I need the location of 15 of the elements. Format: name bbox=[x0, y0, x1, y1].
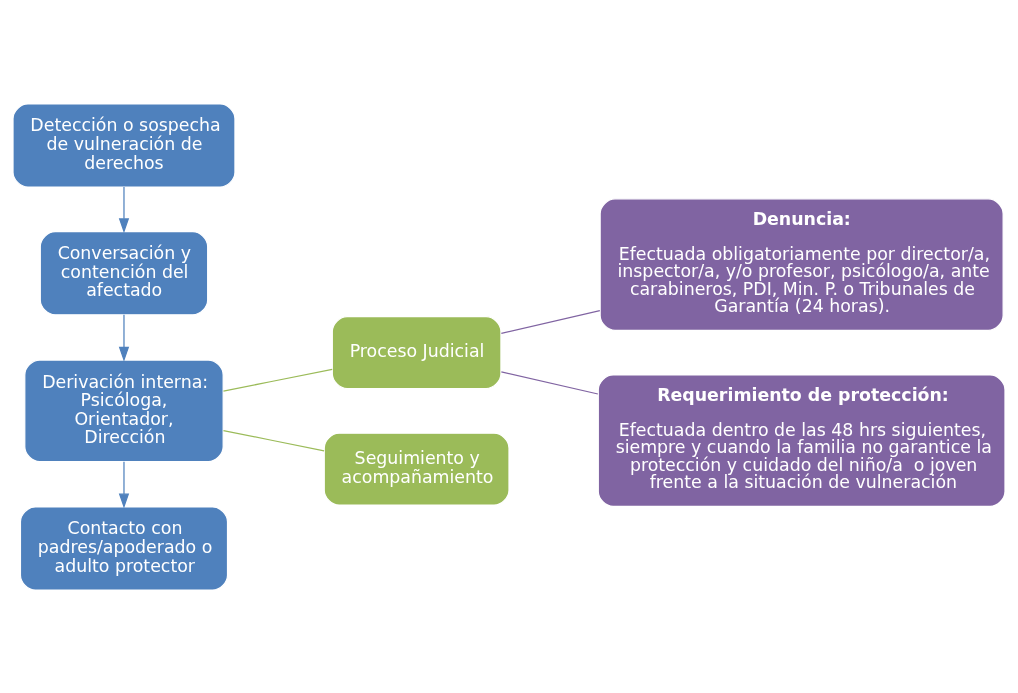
node-box: Proceso Judicial bbox=[331, 315, 502, 389]
node-box: Derivación interna: Psicóloga, Orientador, Dirección bbox=[24, 358, 224, 462]
node-box: Seguimiento y acompañamiento bbox=[323, 432, 510, 506]
arrow bbox=[118, 185, 130, 233]
node-box: Requerimiento de protección: Efectuada dentro de las 48 hrs siguientes, siempre y cuando la familia no garantice la protección y cuidado del niño/a o joven frente a la situación de vulneración bbox=[597, 373, 1006, 507]
arrow bbox=[118, 313, 130, 362]
node-box: Detección o sospecha de vulneración de derechos bbox=[12, 102, 236, 188]
node-box: Contacto con padres/apoderado o adulto protector bbox=[19, 505, 229, 591]
connector bbox=[500, 370, 599, 395]
connector bbox=[222, 368, 333, 392]
node-box: Conversación y contención del afectado bbox=[39, 230, 209, 315]
node-box: Denuncia: Efectuada obligatoriamente por director/a, inspector/a, y/o profesor, psicólogo/a, ante carabineros, PDI, Min. P. o Tribunales de Garantía (24 horas). bbox=[599, 197, 1004, 331]
arrow bbox=[118, 460, 130, 508]
connector bbox=[222, 429, 325, 451]
connector bbox=[500, 309, 601, 334]
